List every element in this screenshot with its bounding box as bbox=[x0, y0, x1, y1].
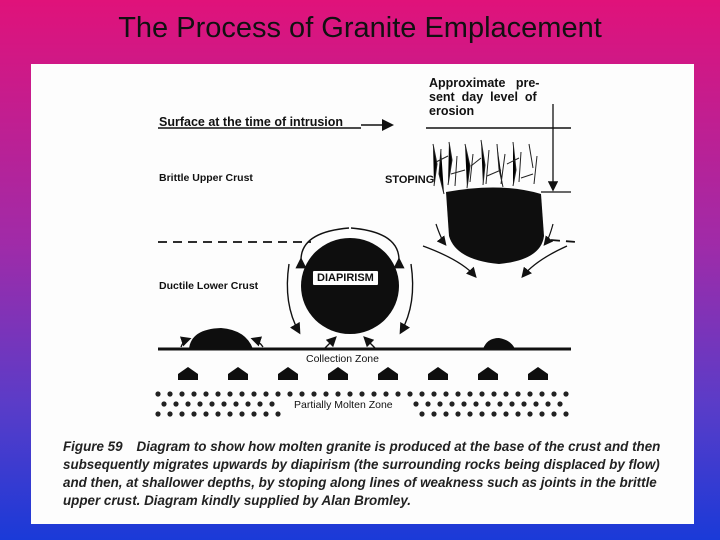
upward-melt-arrows bbox=[178, 367, 548, 380]
slide-title: The Process of Granite Emplacement bbox=[118, 12, 602, 44]
erosion-label-line3: erosion bbox=[429, 104, 475, 118]
granite-emplacement-diagram bbox=[155, 104, 577, 417]
molten-zone-dots bbox=[155, 391, 569, 417]
collection-zone-label: Collection Zone bbox=[306, 353, 379, 365]
stoping-joints bbox=[432, 139, 538, 195]
erosion-label-line2: sent day level of bbox=[429, 90, 537, 104]
diapir bbox=[301, 238, 399, 334]
stoping-label: STOPING bbox=[385, 174, 435, 186]
upper-crust-label: Brittle Upper Crust bbox=[159, 172, 253, 184]
lower-crust-label: Ductile Lower Crust bbox=[159, 280, 259, 292]
caption-text: Diagram to show how molten granite is pr… bbox=[63, 439, 661, 508]
stoping-pluton bbox=[446, 187, 544, 264]
diagram-panel: Approximate pre- sent day level of erosi… bbox=[31, 64, 694, 524]
molten-zone-label: Partially Molten Zone bbox=[290, 399, 397, 411]
erosion-label-line1: Approximate pre- bbox=[429, 76, 540, 90]
erosion-level-label: Approximate pre- sent day level of erosi… bbox=[429, 76, 539, 118]
figure-number: Figure 59 bbox=[63, 439, 123, 454]
surface-label: Surface at the time of intrusion bbox=[159, 115, 344, 129]
melt-blob-right bbox=[483, 338, 515, 349]
melt-blob-left bbox=[189, 328, 253, 349]
diapirism-label: DIAPIRISM bbox=[312, 270, 379, 286]
